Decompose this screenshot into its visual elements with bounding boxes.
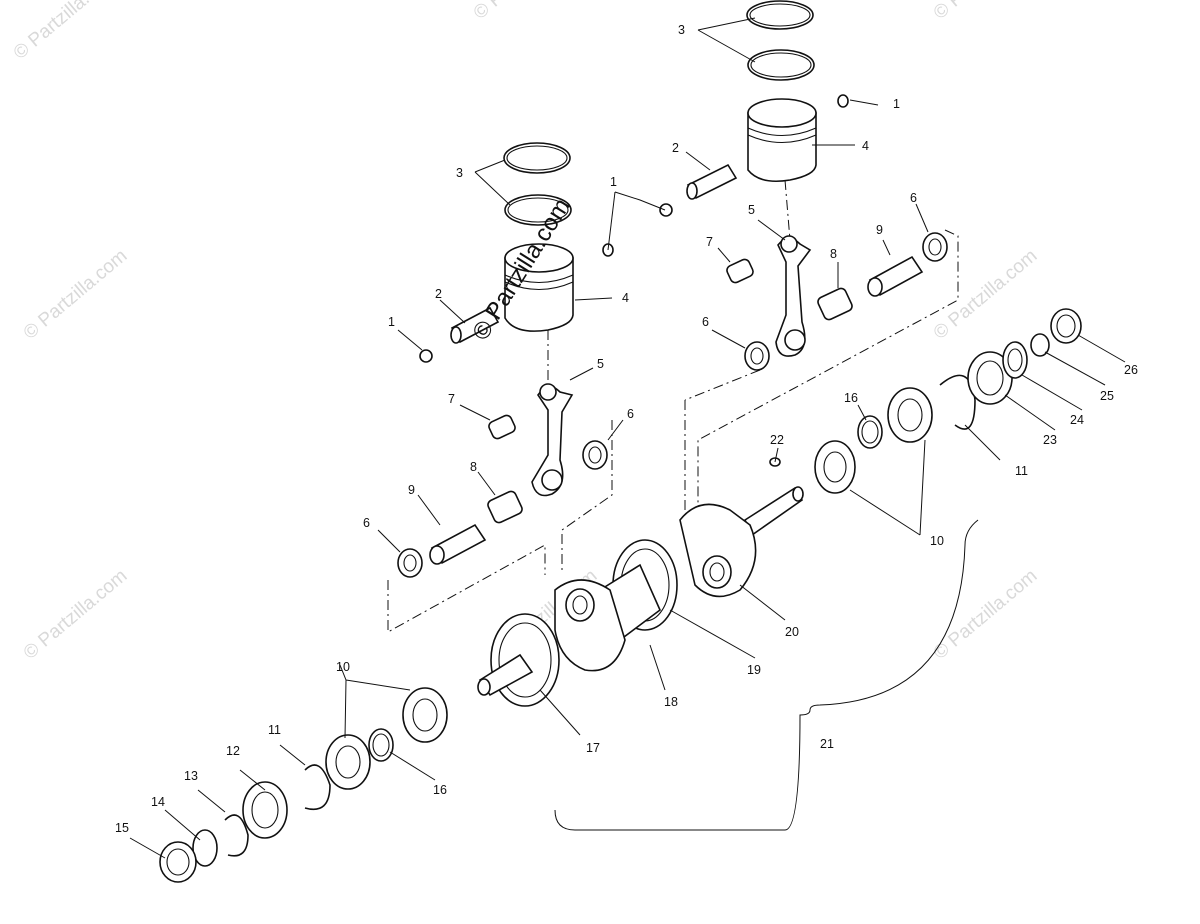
- callout-13: 13: [184, 769, 198, 783]
- watermark: © Partzilla.com: [930, 0, 1042, 24]
- snap-ring-icon: [224, 814, 249, 857]
- callout-4: 4: [622, 291, 629, 305]
- thrust-washer-icon: [922, 232, 948, 262]
- needle-bearing-icon: [817, 287, 853, 321]
- thrust-washer-icon: [582, 440, 608, 470]
- right-bearing-stack: [814, 308, 1082, 494]
- piston-ring-icon: [503, 142, 571, 174]
- callout-23: 23: [1043, 433, 1057, 447]
- snap-ring-icon: [939, 374, 976, 430]
- watermark: © Partzilla.com: [20, 565, 132, 663]
- piston-ring-icon: [504, 194, 572, 226]
- piston-ring-icon: [746, 0, 814, 30]
- callout-9: 9: [408, 483, 415, 497]
- callout-3: 3: [678, 23, 685, 37]
- watermark-layer: © Partzilla.com © Partzilla.com © Partzi…: [10, 0, 1042, 664]
- thrust-washer-icon: [397, 548, 423, 578]
- left-piston-group: [397, 142, 614, 578]
- circlip-icon: [419, 349, 433, 363]
- ball-bearing-icon: [887, 387, 933, 443]
- callout-6: 6: [627, 407, 634, 421]
- oil-seal-icon: [242, 781, 288, 839]
- callout-1: 1: [388, 315, 395, 329]
- callout-6: 6: [702, 315, 709, 329]
- callout-26: 26: [1124, 363, 1138, 377]
- watermark: © Partzilla.com: [20, 245, 132, 343]
- ball-bearing-icon: [814, 440, 856, 494]
- callout-21: 21: [820, 737, 834, 751]
- right-piston-group: [659, 0, 948, 371]
- callout-15: 15: [115, 821, 129, 835]
- callout-10: 10: [930, 534, 944, 548]
- circlip-icon: [659, 203, 673, 217]
- crank-web-icon: [490, 613, 560, 707]
- watermark: © Partzilla.com: [470, 0, 582, 24]
- callout-5: 5: [597, 357, 604, 371]
- callout-8: 8: [470, 460, 477, 474]
- callout-24: 24: [1070, 413, 1084, 427]
- thrust-washer-icon: [744, 341, 770, 371]
- callout-16: 16: [844, 391, 858, 405]
- ball-bearing-icon: [402, 687, 448, 743]
- callout-12: 12: [226, 744, 240, 758]
- callout-7: 7: [706, 235, 713, 249]
- callout-14: 14: [151, 795, 165, 809]
- callout-16: 16: [433, 783, 447, 797]
- oil-seal-icon: [1002, 341, 1028, 379]
- callout-8: 8: [830, 247, 837, 261]
- callout-19: 19: [747, 663, 761, 677]
- nut-icon: [1030, 333, 1050, 357]
- leader-lines: [129, 17, 1126, 859]
- ball-bearing-icon: [325, 734, 371, 790]
- callout-4: 4: [862, 139, 869, 153]
- callout-11: 11: [1015, 464, 1028, 478]
- piston-icon: [504, 257, 574, 332]
- crankshaft-assembly: [477, 457, 804, 707]
- callout-20: 20: [785, 625, 799, 639]
- callout-3: 3: [456, 166, 463, 180]
- callout-7: 7: [448, 392, 455, 406]
- callout-1: 1: [893, 97, 900, 111]
- watermark: © Partzilla.com: [930, 565, 1042, 663]
- callout-2: 2: [435, 287, 442, 301]
- callout-22: 22: [770, 433, 784, 447]
- bushing-icon: [159, 841, 197, 883]
- watermark: © Partzilla.com: [930, 245, 1042, 343]
- callout-10: 10: [336, 660, 350, 674]
- watermark: © Partzilla.com: [10, 0, 122, 64]
- callouts: 1 1 1 2 2 3 3 4 4 5 5 6 6 6 6 7 7 8 8 9 …: [115, 23, 1138, 835]
- callout-6: 6: [363, 516, 370, 530]
- piston-ring-icon: [747, 49, 815, 81]
- bushing-icon: [1050, 308, 1082, 344]
- piston-icon: [747, 112, 817, 183]
- callout-25: 25: [1100, 389, 1114, 403]
- needle-bearing-icon: [726, 258, 754, 284]
- snap-ring-icon: [304, 764, 331, 810]
- callout-17: 17: [586, 741, 600, 755]
- needle-bearing-icon: [488, 414, 516, 440]
- crank-web-icon: [679, 503, 757, 598]
- callout-1: 1: [610, 175, 617, 189]
- callout-18: 18: [664, 695, 678, 709]
- callout-11: 11: [268, 723, 281, 737]
- callout-5: 5: [748, 203, 755, 217]
- circlip-icon: [837, 94, 849, 108]
- left-bearing-stack: [159, 687, 448, 883]
- callout-9: 9: [876, 223, 883, 237]
- needle-bearing-icon: [487, 490, 523, 524]
- callout-2: 2: [672, 141, 679, 155]
- callout-6: 6: [910, 191, 917, 205]
